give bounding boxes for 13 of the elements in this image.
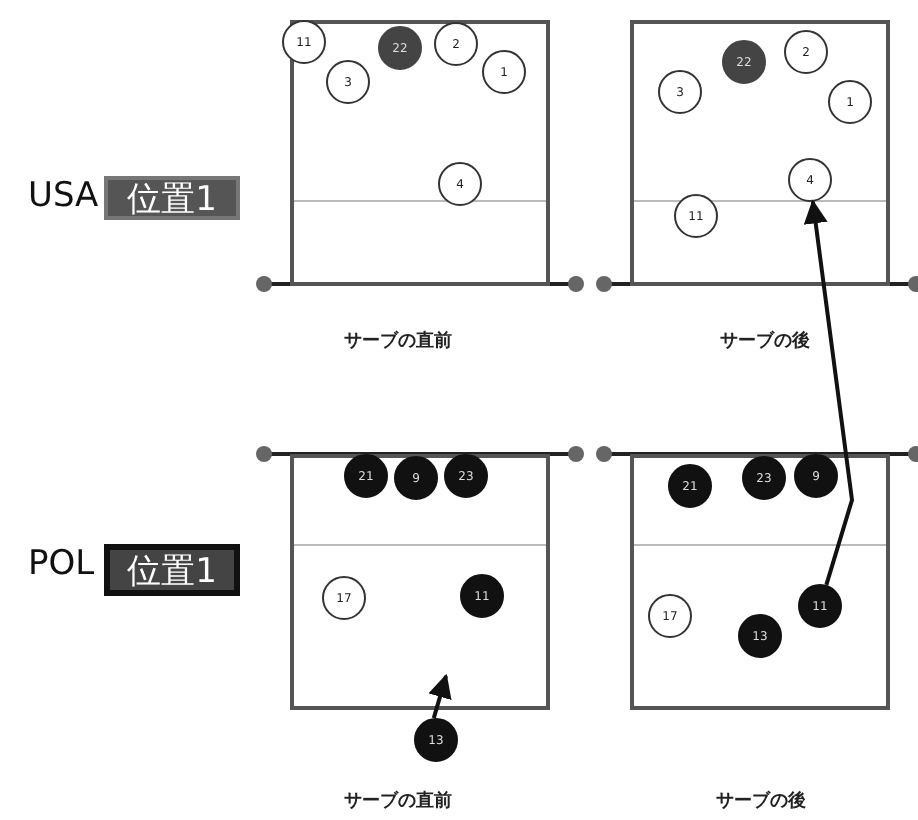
volleyball-court xyxy=(630,454,890,710)
court-caption: サーブの後 xyxy=(720,328,810,354)
court-caption: サーブの直前 xyxy=(344,788,452,814)
team-label: USA xyxy=(28,176,99,216)
volleyball-court xyxy=(290,454,550,710)
arrow xyxy=(428,673,452,719)
court-caption: サーブの直前 xyxy=(344,328,452,354)
team-label: POL xyxy=(28,544,95,584)
position-badge: 位置1 xyxy=(104,176,240,220)
arrow xyxy=(803,199,855,586)
position-badge: 位置1 xyxy=(104,544,240,596)
court-caption: サーブの後 xyxy=(716,788,806,814)
volleyball-court xyxy=(630,20,890,286)
